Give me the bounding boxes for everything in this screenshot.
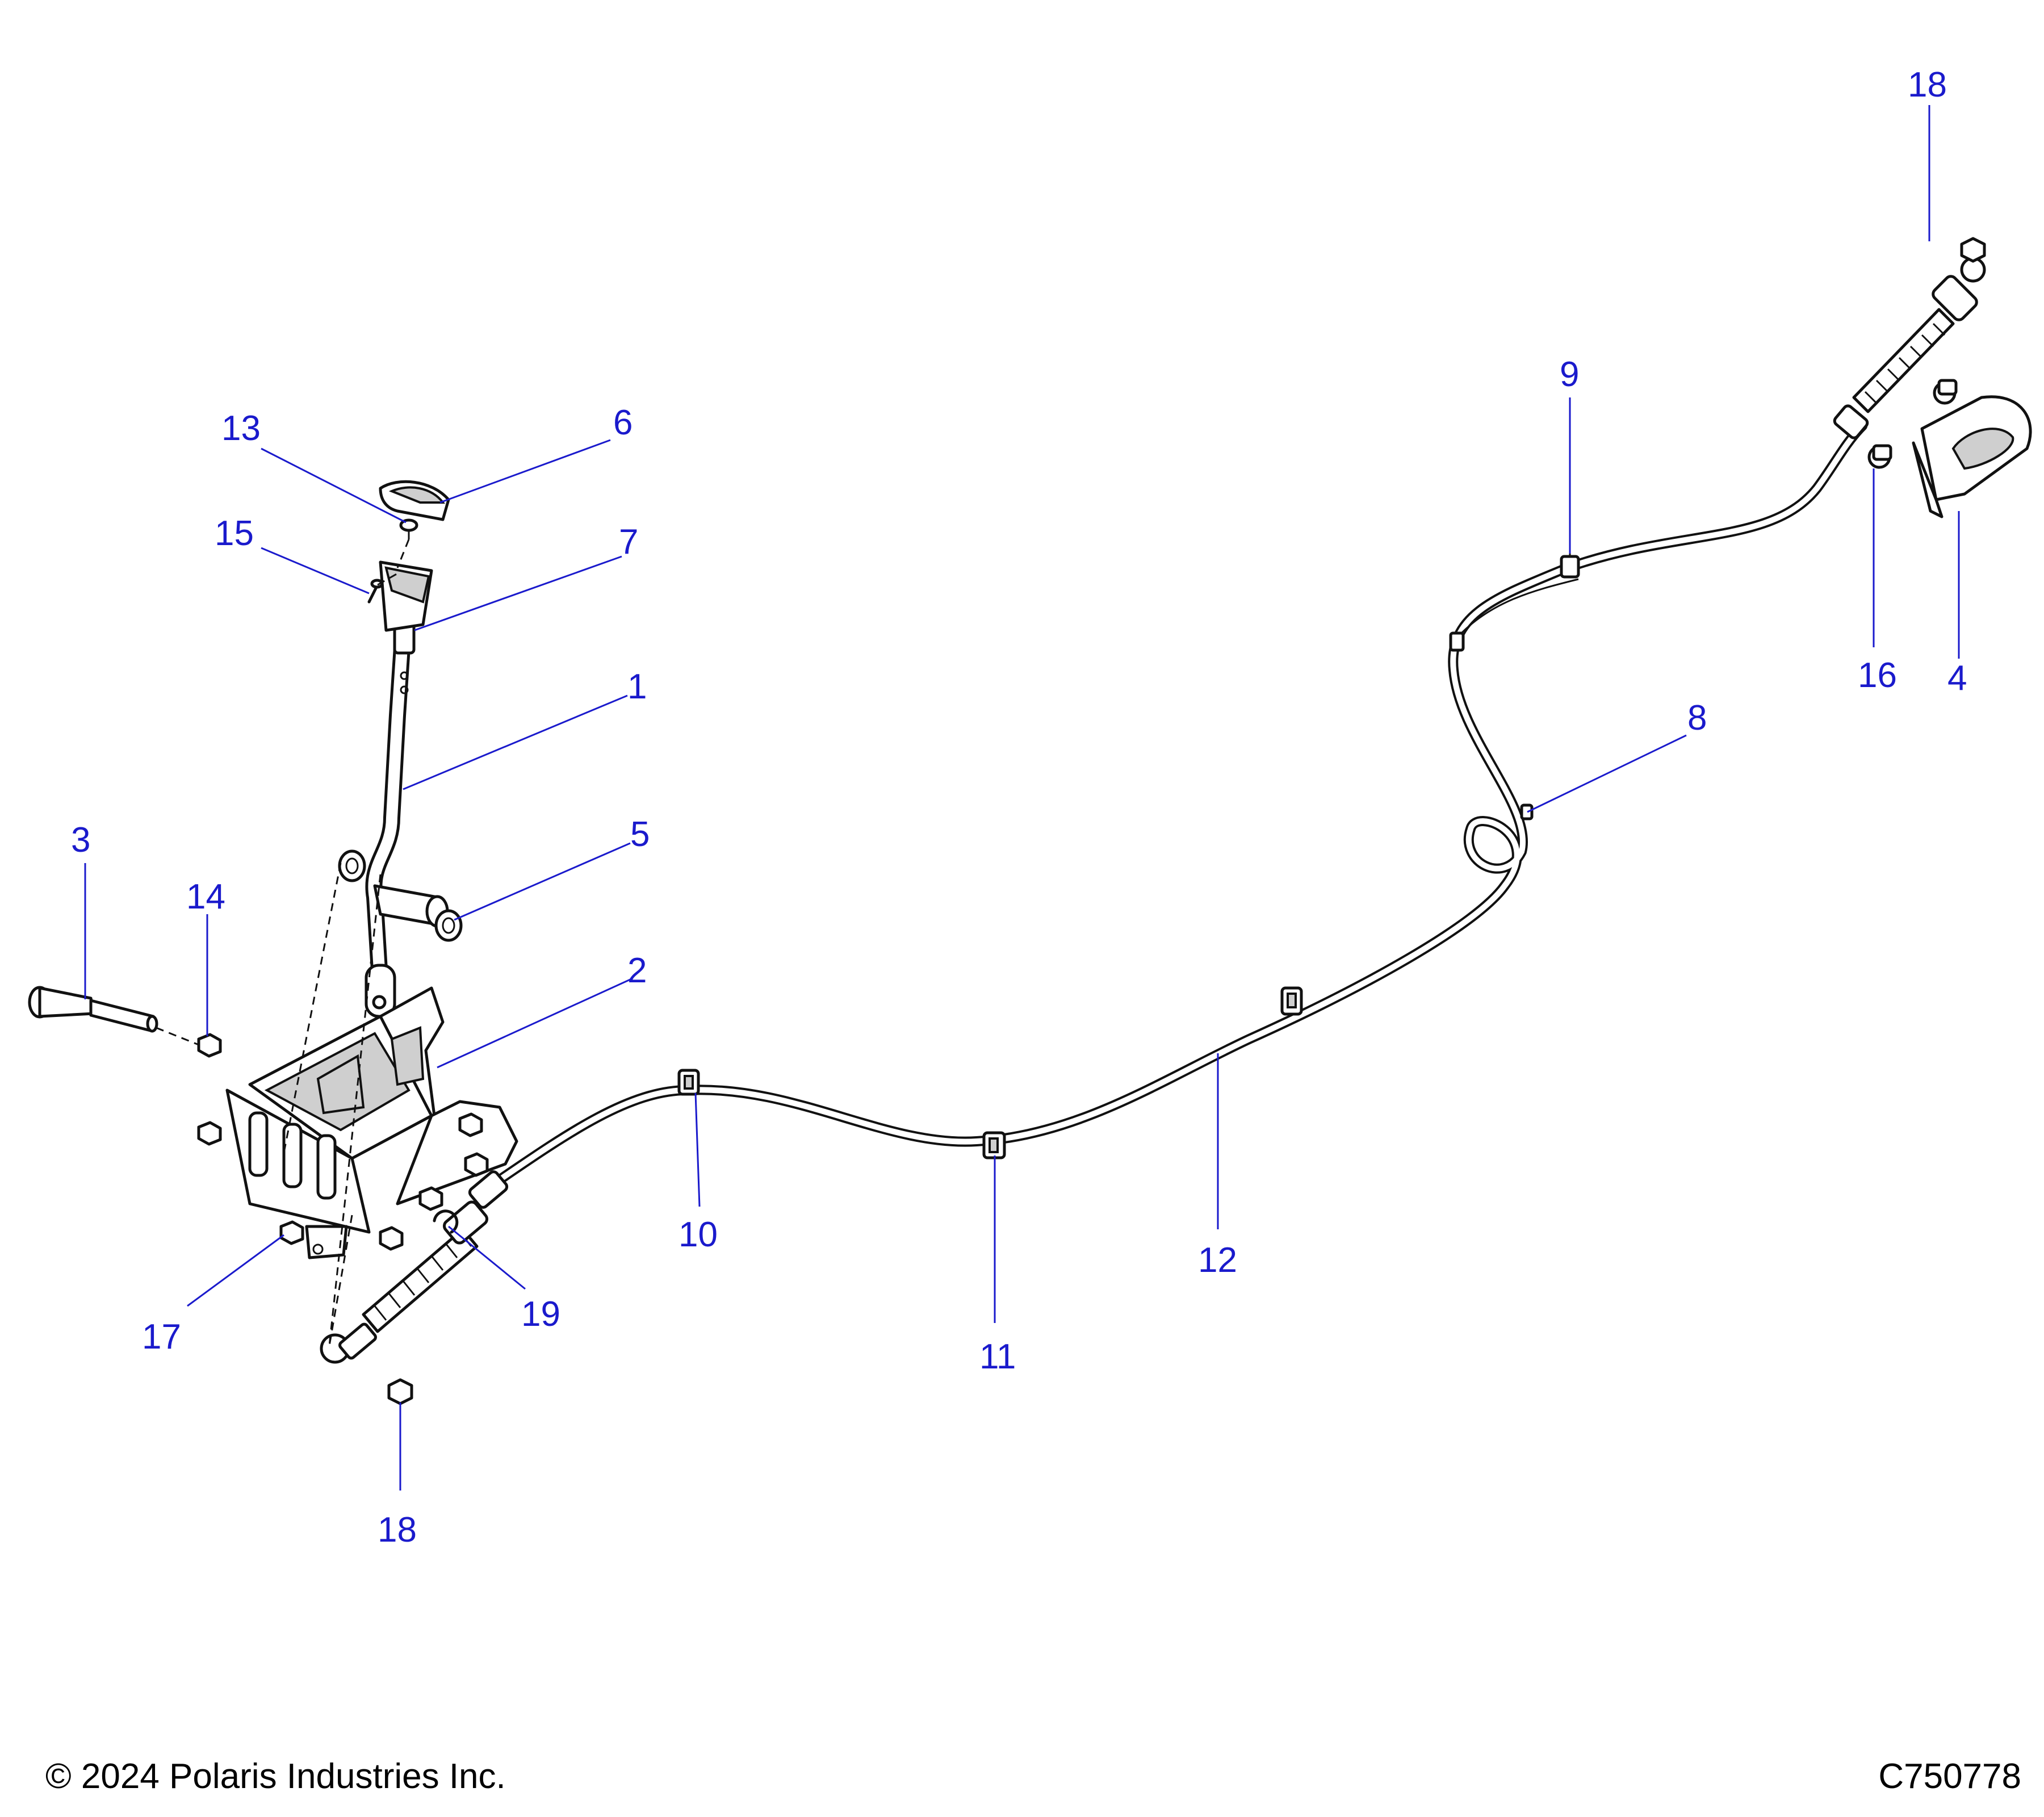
cable-clip-12	[1280, 986, 1303, 1016]
callout-18-bottom: 18	[378, 1510, 417, 1550]
e-clip	[433, 1209, 459, 1234]
bolt-right-upper	[458, 1112, 483, 1137]
callout-11: 11	[979, 1337, 1016, 1376]
hex-nut-lower	[387, 1378, 413, 1405]
callout-4: 4	[1947, 659, 1967, 698]
bushing-left	[338, 849, 366, 882]
callout-5: 5	[630, 815, 650, 854]
callout-13: 13	[221, 409, 261, 448]
cable-clip-10	[677, 1069, 700, 1096]
shifter-bracket	[225, 986, 518, 1259]
callout-labels: 1 2 3 4 5 6 7 8 9 10 11 12 13 14 15 16 1…	[71, 65, 1967, 1550]
callout-18-top: 18	[1908, 65, 1947, 104]
callout-19: 19	[521, 1295, 560, 1334]
bolt-14	[197, 1033, 222, 1058]
flange-bolt-top	[1933, 379, 1958, 405]
bolt-17	[279, 1220, 304, 1245]
screw-13	[399, 518, 418, 539]
hex-nut-upper	[1960, 237, 1986, 263]
bolt-left-side	[197, 1121, 222, 1146]
callout-17: 17	[142, 1317, 181, 1357]
callout-2: 2	[627, 951, 647, 990]
screw-15	[367, 579, 384, 604]
bolt-right-flange	[464, 1152, 489, 1177]
bolt-front-low	[379, 1226, 404, 1251]
pivot-pin	[28, 986, 158, 1033]
callout-7: 7	[619, 522, 638, 562]
cable-upper-boot	[1833, 257, 1986, 439]
callout-15: 15	[215, 514, 254, 553]
callout-3: 3	[71, 820, 90, 860]
callout-6: 6	[613, 403, 633, 442]
cable-tie-8	[1520, 803, 1534, 820]
callout-9: 9	[1560, 355, 1579, 394]
drawing-number: C750778	[1878, 1757, 2021, 1796]
shift-cable	[472, 421, 1867, 1200]
bolt-e-clip	[418, 1186, 443, 1211]
leader-lines	[84, 105, 1960, 1491]
callout-1: 1	[627, 667, 647, 706]
callout-12: 12	[1198, 1241, 1237, 1280]
callout-8: 8	[1687, 698, 1707, 738]
copyright-notice: © 2024 Polaris Industries Inc.	[45, 1757, 506, 1796]
cable-clip-11	[982, 1131, 1006, 1159]
flange-bolt-16	[1867, 444, 1892, 469]
shift-lever	[365, 612, 449, 1018]
callout-16: 16	[1858, 656, 1897, 695]
cable-bracket	[1912, 395, 2032, 518]
shift-knob-lower	[379, 560, 433, 632]
callout-14: 14	[186, 877, 225, 916]
cable-clip-upper	[1449, 631, 1465, 652]
callout-10: 10	[678, 1215, 718, 1254]
bushing-5	[434, 909, 463, 942]
